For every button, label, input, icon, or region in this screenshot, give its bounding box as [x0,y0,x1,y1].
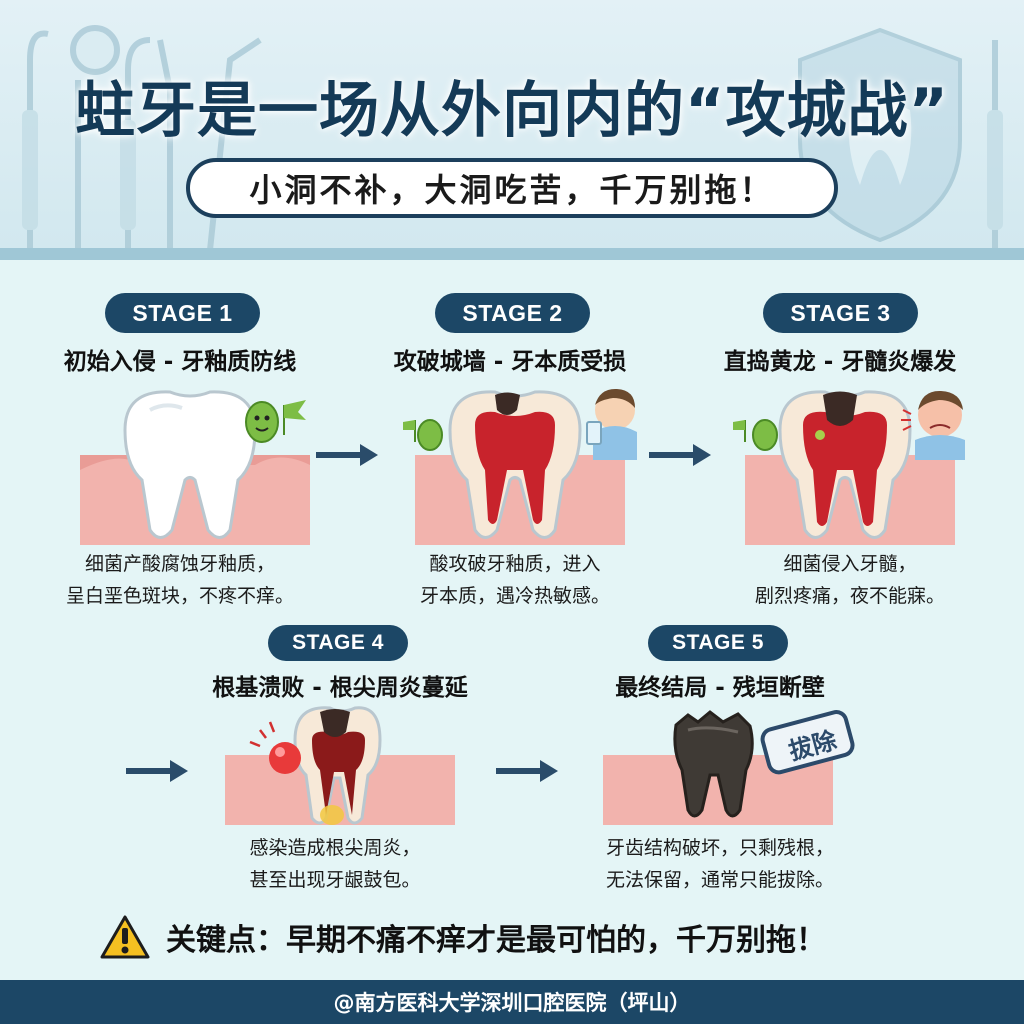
arrow-right-icon [126,760,188,782]
stage-1-badge: STAGE 1 [105,293,260,333]
crying-boy-icon [901,390,965,460]
stage-3-desc-line-1: 细菌侵入牙髓， [783,553,917,575]
stage-2-title: 攻破城墙 - 牙本质受损 [393,349,627,375]
stage-2-desc-line-1: 酸攻破牙釉质，进入 [429,553,601,575]
warning-icon [100,915,150,959]
stage-1-description: 细菌产酸腐蚀牙釉质， 呈白垩色斑块，不疼不痒。 [30,548,330,612]
stage-5-desc-line-2: 无法保留，通常只能拔除。 [605,869,834,891]
stage-1-healthy-tooth-illustration [80,390,310,545]
stage-2-desc-line-2: 牙本质，遇冷热敏感。 [419,585,610,607]
key-point-text: 关键点：早期不痛不痒才是最可怕的，千万别拖！ [166,923,826,958]
stage-5-desc-line-1: 牙齿结构破坏，只剩残根， [605,837,834,859]
dental-tools-icon [22,25,1003,250]
arrow-right-icon [316,444,378,466]
footer-text: @南方医科大学深圳口腔医院（坪山） [333,991,691,1015]
stage-2-description: 酸攻破牙釉质，进入 牙本质，遇冷热敏感。 [365,548,665,612]
stage-3-description: 细菌侵入牙髓， 剧烈疼痛，夜不能寐。 [700,548,1000,612]
boy-drinking-icon [586,388,637,460]
stage-1-title: 初始入侵 - 牙釉质防线 [63,349,297,375]
subtitle-text: 小洞不补，大洞吃苦，千万别拖！ [249,171,775,209]
stage-1-desc-line-2: 呈白垩色斑块，不疼不痒。 [65,585,294,607]
flag-icon [283,400,306,435]
stage-4-badge: STAGE 4 [268,625,408,661]
stage-3-badge: STAGE 3 [763,293,918,333]
stage-3-desc-line-2: 剧烈疼痛，夜不能寐。 [754,585,945,607]
stage-3-title: 直捣黄龙 - 牙髓炎爆发 [723,349,957,375]
stage-5-residual-root-illustration [603,710,855,825]
stage-5-badge: STAGE 5 [648,625,788,661]
bacteria-icon [403,419,443,451]
stage-3-pulpitis-illustration [733,390,965,545]
page-title: 蛀牙是一场从外向内的“攻城战” [75,76,949,146]
stage-5-description: 牙齿结构破坏，只剩残根， 无法保留，通常只能拔除。 [570,832,870,896]
stage-4-periapical-infection-illustration [225,706,455,825]
stage-5-title: 最终结局 - 残垣断壁 [615,675,825,701]
stage-4-description: 感染造成根尖周炎， 甚至出现牙龈鼓包。 [185,832,485,896]
arrow-right-icon [496,760,558,782]
extraction-stamp [760,710,855,775]
header-banner: 蛀牙是一场从外向内的“攻城战” 小洞不补，大洞吃苦，千万别拖！ [0,0,1024,250]
stage-4-desc-line-2: 甚至出现牙龈鼓包。 [249,869,421,891]
arrow-right-icon [649,444,711,466]
stage-2-dentin-decay-illustration [403,388,637,545]
stage-1-desc-line-1: 细菌产酸腐蚀牙釉质， [84,553,275,575]
bacteria-icon [733,419,778,451]
stage-2-badge: STAGE 2 [435,293,590,333]
subtitle-banner: 小洞不补，大洞吃苦，千万别拖！ [186,158,838,218]
footer-credit: @南方医科大学深圳口腔医院（坪山） [0,980,1024,1024]
bacteria-icon [245,401,279,443]
key-point-callout: 关键点：早期不痛不痒才是最可怕的，千万别拖！ [100,912,930,962]
stage-4-desc-line-1: 感染造成根尖周炎， [249,837,421,859]
stage-4-title: 根基溃败 - 根尖周炎蔓延 [212,675,468,701]
header-divider [0,248,1024,260]
